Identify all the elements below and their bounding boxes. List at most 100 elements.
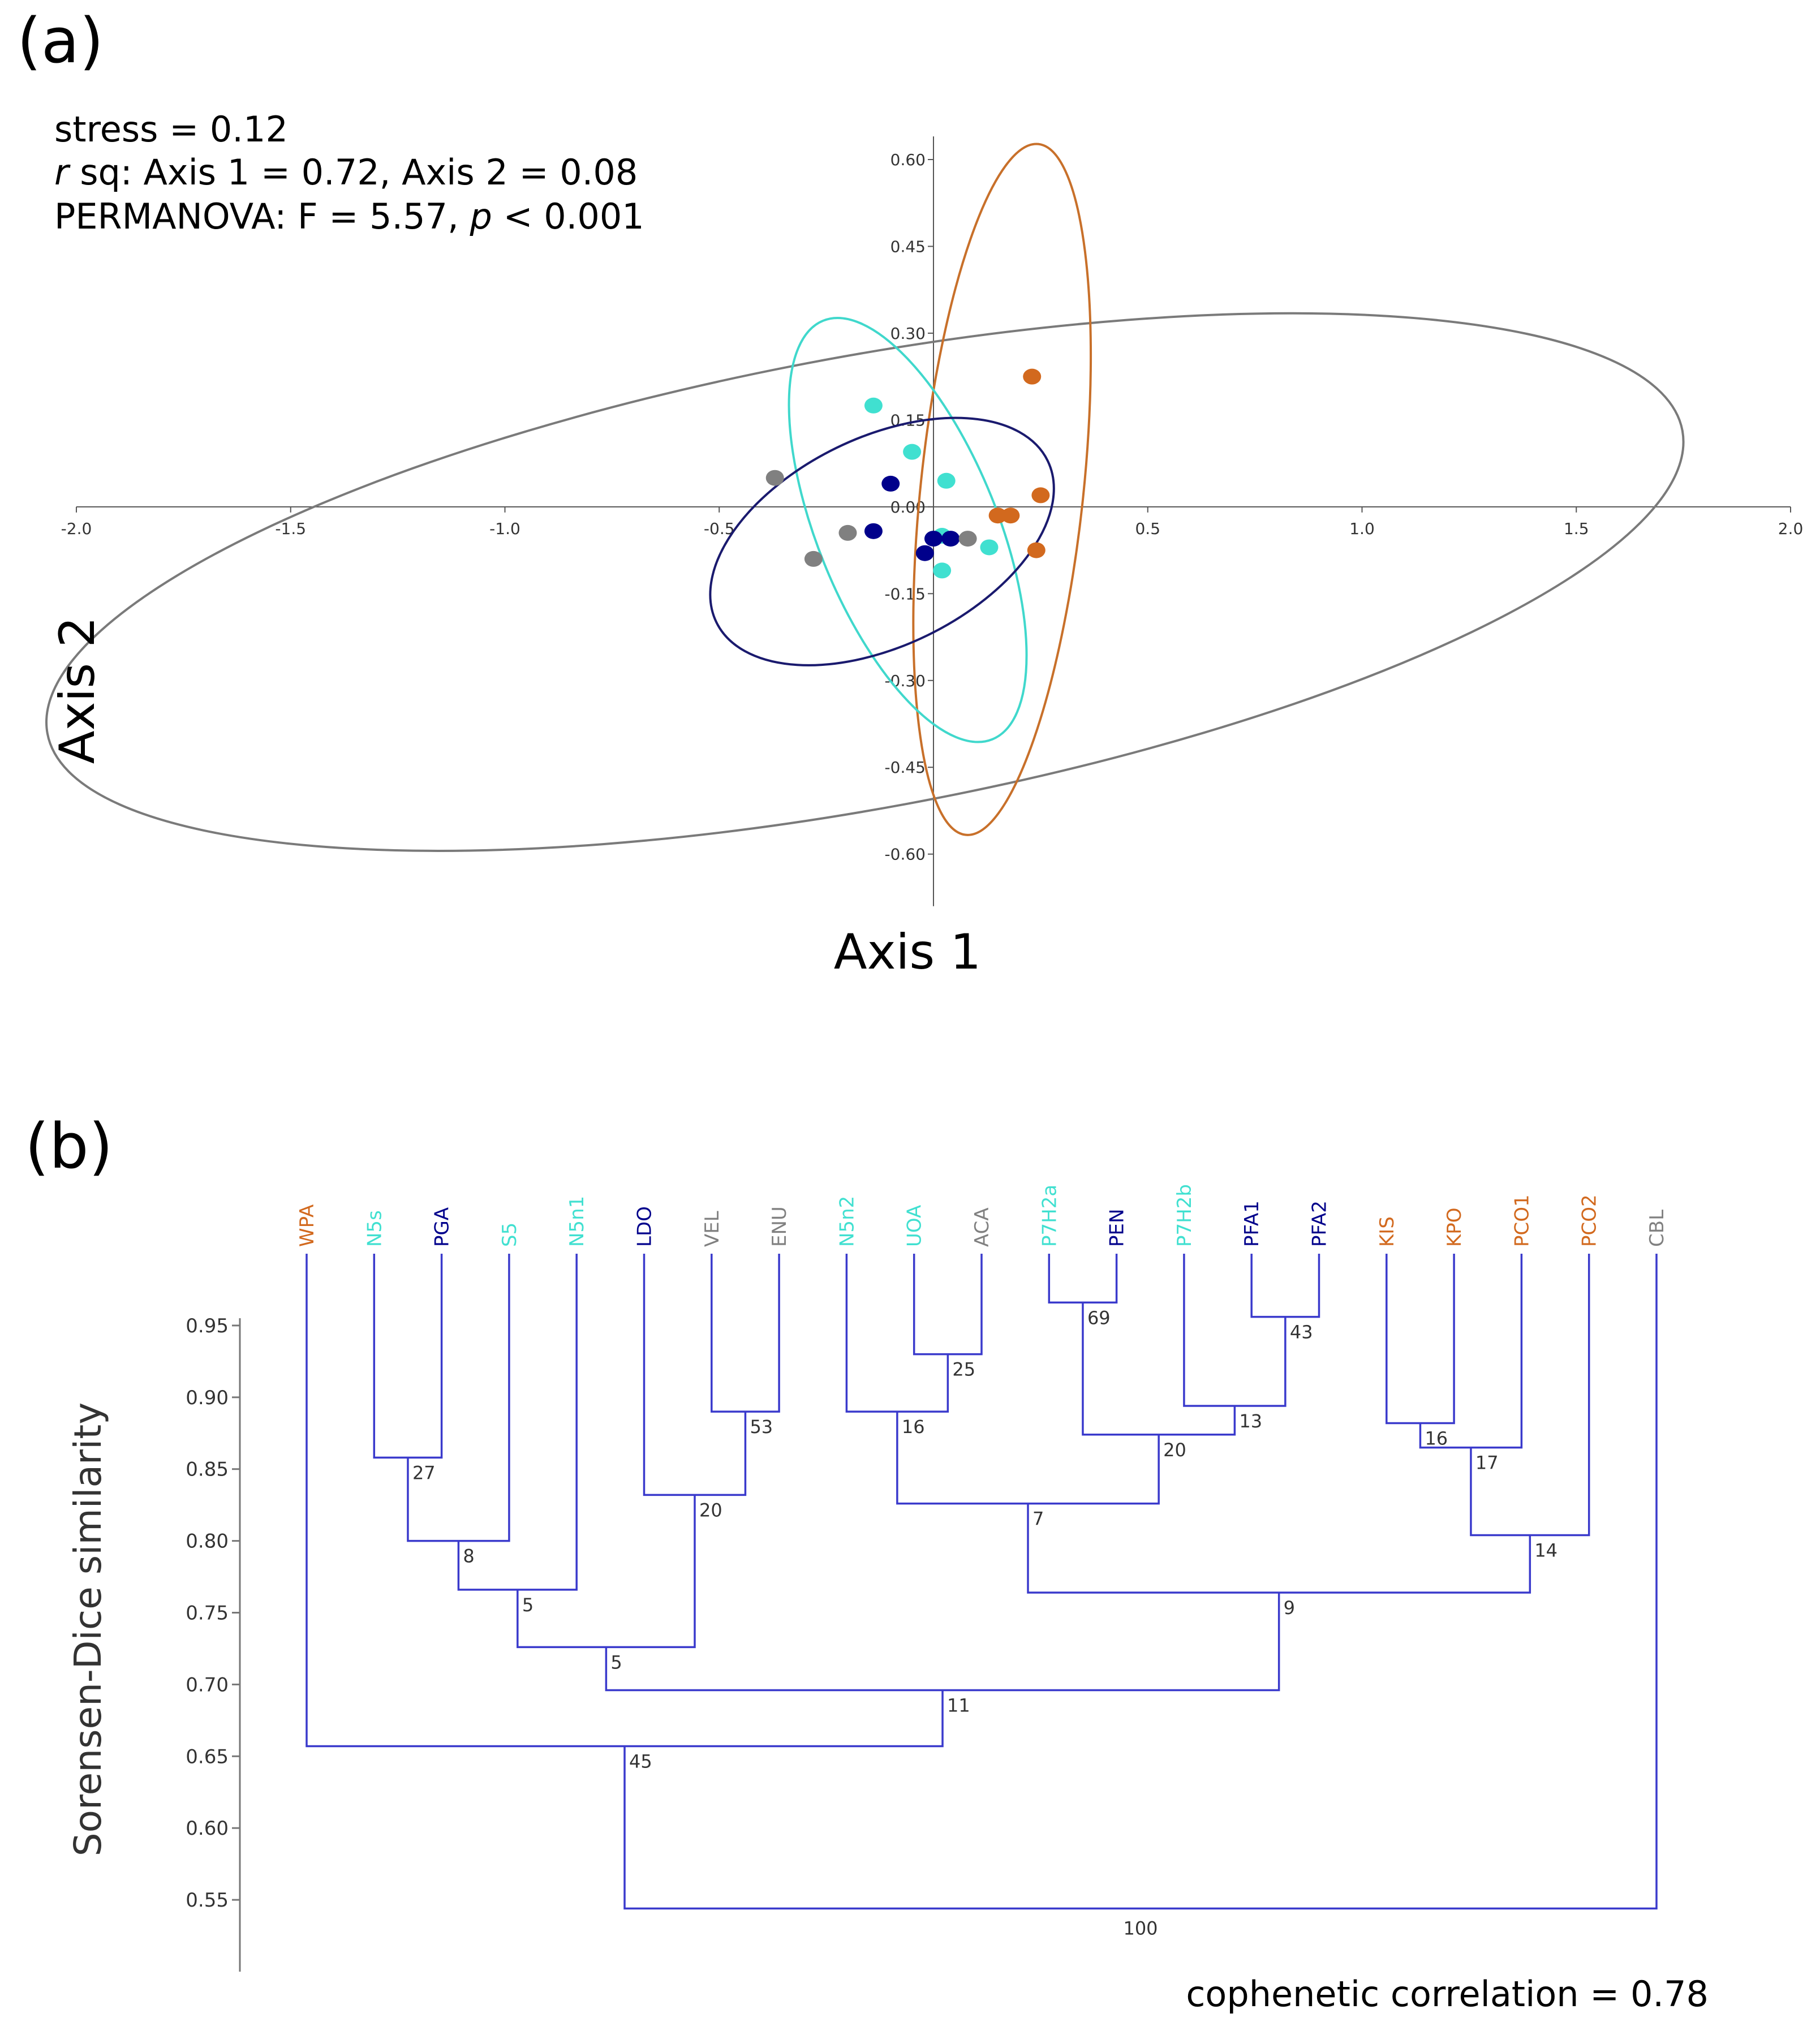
dendrogram-link <box>1048 1254 1118 1304</box>
rsq-text: r sq: Axis 1 = 0.72, Axis 2 = 0.08 <box>54 152 638 193</box>
permanova-text: PERMANOVA: F = 5.57, p < 0.001 <box>54 196 644 237</box>
axis1-tick-label: 1.5 <box>1564 519 1589 538</box>
leaf-label: PFA1 <box>1241 1201 1263 1247</box>
axis2-tick-label: -0.45 <box>885 758 926 777</box>
dendrogram-link <box>913 1254 983 1356</box>
similarity-tick-label: 0.65 <box>186 1745 229 1768</box>
node-support-label: 43 <box>1290 1322 1313 1343</box>
dendrogram-link <box>845 1254 949 1413</box>
sample-point <box>765 470 784 486</box>
dendrogram-link <box>896 1412 1160 1505</box>
dendrogram-link <box>1183 1254 1287 1407</box>
dendrogram-link <box>711 1254 780 1413</box>
dendrogram-link <box>1386 1254 1455 1425</box>
dendrogram-link <box>1027 1503 1531 1594</box>
axis2-tick-label: 0.30 <box>890 324 926 343</box>
rsq-rest: sq: Axis 1 = 0.72, Axis 2 = 0.08 <box>69 152 638 193</box>
leaf-label: CBL <box>1646 1210 1668 1247</box>
sample-point <box>915 545 934 561</box>
node-support-label: 16 <box>1425 1427 1448 1449</box>
permanova-part-2: < 0.001 <box>492 196 644 237</box>
panel-b-dendrogram: (b) 0.950.900.850.800.750.700.650.600.55… <box>25 1110 1709 2015</box>
sample-point <box>864 523 883 539</box>
sample-point <box>1001 507 1020 524</box>
leaf-label: P7H2b <box>1173 1184 1196 1247</box>
similarity-tick-label: 0.75 <box>186 1602 229 1625</box>
leaf-label: S5 <box>498 1223 521 1247</box>
dendrogram-link <box>605 1592 1280 1692</box>
leaf-label: KPO <box>1443 1207 1466 1247</box>
stress-text: stress = 0.12 <box>54 109 288 150</box>
group-ellipse <box>709 416 1055 666</box>
sample-points <box>765 368 1050 579</box>
axis1-label: Axis 1 <box>834 924 981 980</box>
leaf-label: PFA2 <box>1309 1201 1331 1247</box>
sample-point <box>1031 487 1050 504</box>
node-support-label: 8 <box>463 1546 474 1567</box>
sample-point <box>933 562 952 579</box>
axis2-tick-label: -0.15 <box>885 584 926 603</box>
axis1-tick-label: 2.0 <box>1778 519 1804 538</box>
axis1-tick-label: -2.0 <box>61 519 92 538</box>
leaf-label: PEN <box>1106 1209 1129 1247</box>
cophenetic-correlation: cophenetic correlation = 0.78 <box>1186 1973 1709 2015</box>
rsq-italic: r <box>54 152 71 193</box>
panel-a-label: (a) <box>17 5 104 77</box>
dendrogram-link <box>643 1254 747 1496</box>
leaf-label: ACA <box>971 1207 993 1247</box>
sample-point <box>881 475 900 492</box>
dendrogram-link <box>306 1254 944 1748</box>
axis2-tick-label: 0.45 <box>890 237 926 256</box>
similarity-axis-label: Sorensen-Dice similarity <box>66 1403 110 1857</box>
axis2-label: Axis 2 <box>49 617 106 764</box>
leaf-label: PGA <box>431 1207 454 1247</box>
node-support-label: 13 <box>1239 1410 1262 1432</box>
sample-point <box>937 472 956 489</box>
dendrogram-link <box>517 1495 696 1649</box>
dendrogram-link <box>407 1254 510 1542</box>
sample-point <box>838 524 857 541</box>
node-support-label: 5 <box>522 1594 533 1616</box>
sample-point <box>903 444 922 460</box>
leaf-label: N5n2 <box>836 1196 858 1247</box>
node-support-label: 27 <box>412 1462 436 1483</box>
dendrogram-link <box>1250 1254 1320 1318</box>
node-support-label: 53 <box>750 1416 773 1438</box>
similarity-tick-label: 0.60 <box>186 1817 229 1840</box>
sample-point <box>864 397 883 414</box>
similarity-tick-label: 0.80 <box>186 1530 229 1553</box>
group-ellipse <box>912 143 1092 836</box>
similarity-tick-label: 0.95 <box>186 1315 229 1337</box>
axis1-tick-label: 1.0 <box>1349 519 1375 538</box>
similarity-tick-label: 0.85 <box>186 1459 229 1481</box>
node-support-label: 9 <box>1284 1597 1295 1619</box>
leaf-label: LDO <box>634 1206 656 1247</box>
leaf-label: P7H2a <box>1038 1185 1061 1247</box>
sample-point <box>980 539 999 556</box>
leaf-label: VEL <box>701 1211 724 1247</box>
permanova-part-1: PERMANOVA: F = 5.57, <box>54 196 470 237</box>
leaf-label: UOA <box>903 1205 926 1247</box>
panel-b-label: (b) <box>25 1110 113 1182</box>
similarity-axis-ticks: 0.950.900.850.800.750.700.650.600.55 <box>186 1315 240 1912</box>
node-support-label: 20 <box>699 1499 722 1521</box>
sample-point <box>1027 542 1045 558</box>
dendrogram-link <box>1419 1254 1523 1449</box>
node-support-label: 11 <box>947 1695 970 1716</box>
sample-point <box>988 507 1007 524</box>
leaf-label: KIS <box>1376 1216 1399 1247</box>
similarity-tick-label: 0.70 <box>186 1673 229 1696</box>
sample-point <box>941 531 960 547</box>
dendrogram-link <box>457 1254 578 1591</box>
node-support-label: 5 <box>610 1651 622 1673</box>
leaf-label: WPA <box>296 1204 319 1247</box>
panel-a-ordination: (a) stress = 0.12 r sq: Axis 1 = 0.72, A… <box>17 5 1804 980</box>
dendrogram-links <box>306 1254 1658 1910</box>
node-support-label: 14 <box>1534 1539 1557 1561</box>
sample-point <box>958 531 977 547</box>
axis1-tick-label: 0.5 <box>1135 519 1160 538</box>
node-support-label: 69 <box>1087 1307 1111 1328</box>
